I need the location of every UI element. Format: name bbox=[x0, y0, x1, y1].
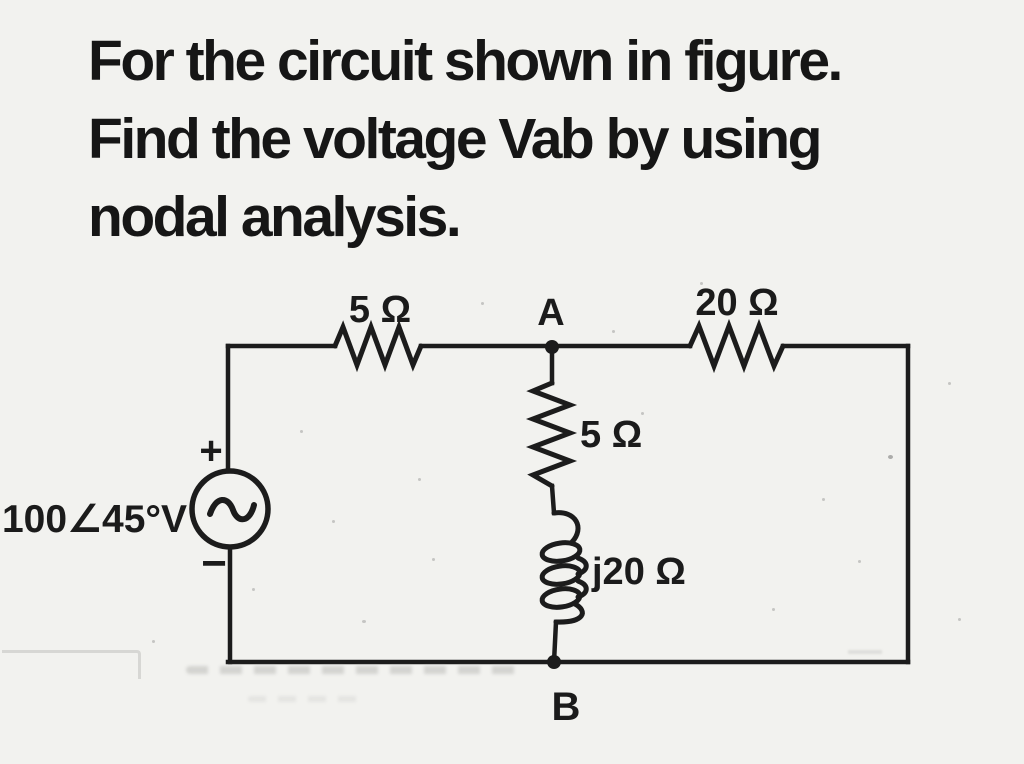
source-voltage-label: 100∠45°V bbox=[2, 498, 187, 541]
ac-source-circle bbox=[189, 468, 271, 550]
source-plus-sign: + bbox=[199, 429, 222, 473]
wire-r3-to-coil bbox=[549, 483, 557, 516]
faint-dash bbox=[848, 650, 882, 654]
ac-source bbox=[189, 468, 271, 550]
faint-bracket-shape bbox=[2, 650, 141, 679]
faint-smudge-text bbox=[186, 666, 522, 674]
problem-line-3: nodal analysis. bbox=[88, 185, 462, 249]
resistor-r2-zigzag bbox=[687, 318, 786, 374]
node-b-label: B bbox=[552, 685, 581, 729]
source-minus-sign: − bbox=[201, 539, 227, 588]
resistor-r1-zigzag bbox=[332, 319, 424, 373]
resistor-r3-zigzag bbox=[525, 380, 578, 489]
sine-wave-icon bbox=[207, 497, 257, 523]
inductor-l1-coil bbox=[539, 510, 589, 625]
problem-line-2: Find the voltage Vab by using bbox=[88, 107, 822, 171]
resistor-r2-label: 20 Ω bbox=[695, 282, 778, 324]
inductor-l1-label: j20 Ω bbox=[591, 551, 686, 593]
resistor-r1-label: 5 Ω bbox=[349, 289, 411, 331]
problem-line-1: For the circuit shown in figure. bbox=[88, 29, 843, 93]
problem-statement: For the circuit shown in figure. Find th… bbox=[88, 22, 843, 256]
node-a-dot bbox=[545, 340, 559, 354]
resistor-r3-label: 5 Ω bbox=[580, 414, 642, 456]
faint-smudge-text-2 bbox=[248, 696, 368, 702]
node-b-dot bbox=[547, 655, 561, 669]
node-a-label: A bbox=[537, 292, 564, 334]
